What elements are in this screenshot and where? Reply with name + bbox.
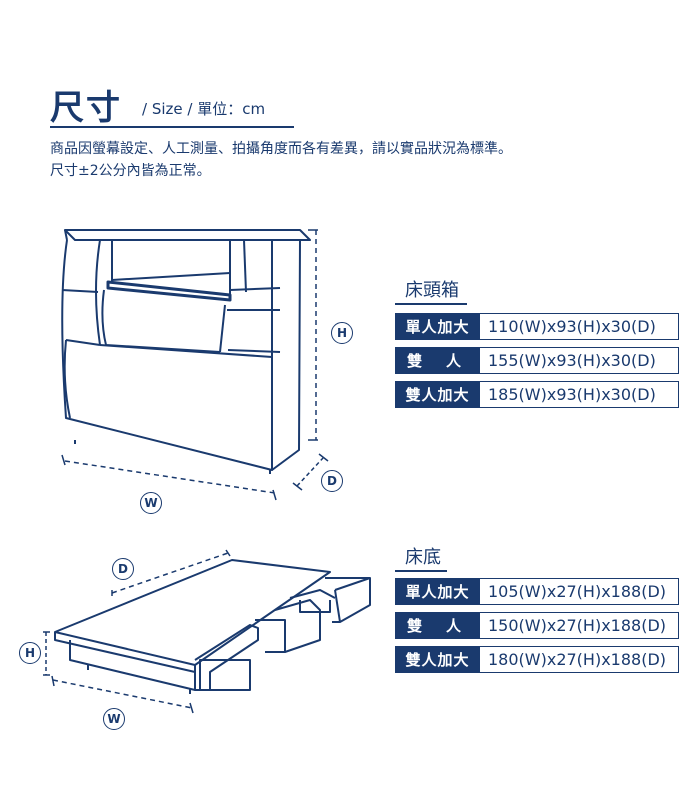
table-row: 單人加大 110(W)x93(H)x30(D) <box>395 313 679 340</box>
headboard-title-underline <box>395 303 467 305</box>
size-value: 110(W)x93(H)x30(D) <box>480 313 679 340</box>
size-value: 155(W)x93(H)x30(D) <box>480 347 679 374</box>
tolerance-note: 尺寸±2公分內皆為正常。 <box>50 163 211 179</box>
size-label: 單人加大 <box>395 578 480 605</box>
bedbase-title-underline <box>395 570 447 572</box>
bedbase-depth-label: D <box>112 558 134 580</box>
table-row: 雙人 155(W)x93(H)x30(D) <box>395 347 679 374</box>
size-label: 雙人加大 <box>395 381 480 408</box>
table-row: 雙人加大 180(W)x27(H)x188(D) <box>395 646 679 673</box>
table-row: 單人加大 105(W)x27(H)x188(D) <box>395 578 679 605</box>
page-title: 尺寸 <box>50 88 122 128</box>
headboard-width-label: W <box>140 492 162 514</box>
size-label: 單人加大 <box>395 313 480 340</box>
size-value: 150(W)x27(H)x188(D) <box>480 612 679 639</box>
headboard-section-title: 床頭箱 <box>405 280 459 301</box>
headboard-illustration <box>61 229 311 474</box>
size-value: 180(W)x27(H)x188(D) <box>480 646 679 673</box>
bedbase-dimension-lines <box>43 549 231 714</box>
bedbase-width-label: W <box>103 708 125 730</box>
table-row: 雙人加大 185(W)x93(H)x30(D) <box>395 381 679 408</box>
headboard-depth-label: D <box>321 470 343 492</box>
headboard-dimension-lines <box>61 229 329 501</box>
page-subtitle: / Size / 單位：cm <box>142 100 266 118</box>
bedbase-spec-table: 單人加大 105(W)x27(H)x188(D) 雙人 150(W)x27(H)… <box>395 578 679 680</box>
table-row: 雙人 150(W)x27(H)x188(D) <box>395 612 679 639</box>
disclaimer-note: 商品因螢幕設定、人工測量、拍攝角度而各有差異，請以實品狀況為標準。 <box>50 141 512 157</box>
size-label: 雙人 <box>395 347 480 374</box>
size-value: 185(W)x93(H)x30(D) <box>480 381 679 408</box>
bedbase-illustration <box>54 559 371 694</box>
title-underline <box>50 126 294 128</box>
bedbase-height-label: H <box>19 642 41 664</box>
headboard-spec-table: 單人加大 110(W)x93(H)x30(D) 雙人 155(W)x93(H)x… <box>395 313 679 415</box>
size-label: 雙人加大 <box>395 646 480 673</box>
headboard-height-label: H <box>331 322 353 344</box>
size-label: 雙人 <box>395 612 480 639</box>
size-value: 105(W)x27(H)x188(D) <box>480 578 679 605</box>
bedbase-section-title: 床底 <box>405 547 441 568</box>
